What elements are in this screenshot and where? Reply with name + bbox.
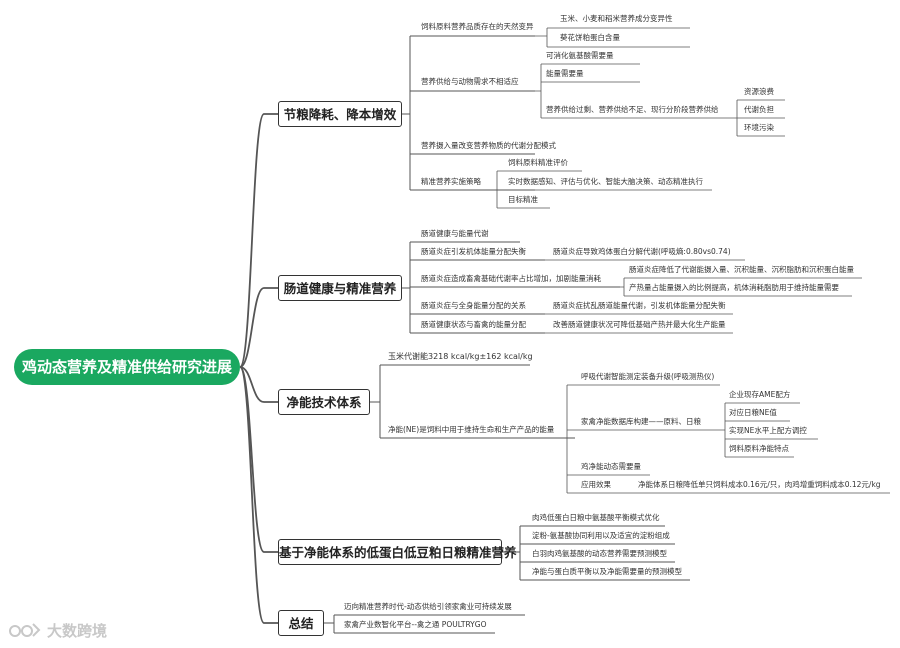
root-connector — [239, 287, 278, 368]
topic-grain-variation[interactable]: 玉米、小麦和稻米营养成分变异性 — [560, 14, 673, 23]
topic-material-ne[interactable]: 饲料原料净能特点 — [729, 444, 789, 453]
topic-gut-energy[interactable]: 肠道健康与能量代谢 — [421, 229, 489, 238]
topic-gut-disruption[interactable]: 肠道炎症扰乱肠道能量代谢，引发机体能量分配失衡 — [553, 301, 726, 310]
branch5-connector — [324, 614, 525, 634]
topic-basal-metabolism[interactable]: 肠道炎症造成畜禽基础代谢率占比增加，加剧能量消耗 — [421, 274, 601, 283]
topic-gut-status[interactable]: 肠道健康状态与畜禽的能量分配 — [421, 320, 526, 329]
topic-cost-reduction[interactable]: 净能体系日粮降低单只饲料成本0.16元/只，肉鸡增重饲料成本0.12元/kg — [638, 480, 881, 489]
topic-respiration-device[interactable]: 呼吸代谢智能测定装备升级(呼吸测热仪) — [581, 372, 715, 381]
topic-energy-requirement[interactable]: 能量需要量 — [546, 69, 584, 78]
topic-poultrygo[interactable]: 家禽产业数智化平台--禽之通 POULTRYGO — [344, 620, 487, 629]
branch3-connector — [370, 364, 575, 439]
topic-realtime-sensing[interactable]: 实时数据感知、评估与优化、智能大脑决策、动态精准执行 — [508, 177, 703, 186]
topic-intake-allocation[interactable]: 营养摄入量改变营养物质的代谢分配模式 — [421, 141, 556, 150]
branch2-connector — [402, 241, 620, 334]
root-connector — [239, 113, 278, 368]
strategy-connector — [487, 170, 712, 209]
topic-systemic-allocation[interactable]: 肠道炎症与全身能量分配的关系 — [421, 301, 526, 310]
topic-aa-model[interactable]: 白羽肉鸡氨基酸的动态营养需要预测模型 — [532, 549, 667, 558]
branch-low-protein[interactable]: 基于净能体系的低蛋白低豆粕日粮精准营养 — [278, 539, 517, 565]
branch-net-energy[interactable]: 净能技术体系 — [278, 389, 370, 415]
topic-material-evaluation[interactable]: 饲料原料精准评价 — [508, 158, 568, 167]
topic-pollution[interactable]: 环境污染 — [744, 123, 774, 132]
topic-me-intake-reduced[interactable]: 肠道炎症降低了代谢能摄入量、沉积能量、沉积脂肪和沉积蛋白能量 — [629, 265, 854, 274]
basal-connector — [620, 277, 862, 297]
topic-inflammation-imbalance[interactable]: 肠道炎症引发机体能量分配失衡 — [421, 247, 526, 256]
root-connector — [239, 366, 278, 624]
topic-dynamic-ne[interactable]: 鸡净能动态需要量 — [581, 462, 641, 471]
excess-connector — [727, 99, 785, 137]
watermark-text: 大数跨境 — [47, 621, 108, 640]
material-connector — [535, 27, 690, 48]
branch-gut-health[interactable]: 肠道健康与精准营养 — [278, 275, 402, 301]
topic-digestible-aa[interactable]: 可消化氨基酸需要量 — [546, 51, 614, 60]
topic-ne-protein-model[interactable]: 净能与蛋白质平衡以及净能需要量的预测模型 — [532, 567, 682, 576]
topic-precision-era[interactable]: 迈向精准营养时代-动态供给引领家禽业可持续发展 — [344, 602, 512, 611]
topic-supply-mismatch[interactable]: 营养供给与动物需求不相适应 — [421, 77, 519, 86]
topic-diet-ne[interactable]: 对应日粮NE值 — [729, 408, 777, 417]
topic-aa-balance[interactable]: 肉鸡低蛋白日粮中氨基酸平衡模式优化 — [532, 513, 660, 522]
topic-starch-aa[interactable]: 淀粉-氨基酸协同利用以及适宜的淀粉组成 — [532, 531, 670, 540]
root-connector — [239, 366, 278, 403]
dashuo-logo-icon — [9, 623, 41, 637]
branch-summary[interactable]: 总结 — [278, 610, 324, 636]
topic-ne-formulation[interactable]: 实现NE水平上配方调控 — [729, 426, 807, 435]
topic-target-precision[interactable]: 目标精准 — [508, 195, 538, 204]
root-topic[interactable]: 鸡动态营养及精准供给研究进展 — [14, 349, 240, 385]
topic-sunflower-protein[interactable]: 葵花饼粕蛋白含量 — [560, 33, 620, 42]
topic-ame-formula[interactable]: 企业现存AME配方 — [729, 390, 791, 399]
topic-precision-strategy[interactable]: 精准营养实施策略 — [421, 177, 481, 186]
mismatch-connector — [535, 63, 727, 119]
topic-protein-catabolism[interactable]: 肠道炎症导致鸡体蛋白分解代谢(呼吸熵:0.80vs0.74) — [553, 247, 731, 256]
topic-material-variation[interactable]: 饲料原料营养品质存在的天然变异 — [421, 22, 534, 31]
topic-application[interactable]: 应用效果 — [581, 480, 611, 489]
topic-improve-gut[interactable]: 改善肠道健康状况可降低基础产热并最大化生产能量 — [553, 320, 726, 329]
topic-resource-waste[interactable]: 资源浪费 — [744, 87, 774, 96]
branch1-connector — [402, 35, 535, 191]
watermark: 大数跨境 — [8, 619, 107, 641]
topic-corn-me[interactable]: 玉米代谢能3218 kcal/kg±162 kcal/kg — [388, 352, 533, 361]
database-connector — [720, 402, 818, 458]
topic-ne-definition[interactable]: 净能(NE)是饲料中用于维持生命和生产产品的能量 — [388, 425, 555, 434]
topic-heat-production[interactable]: 产热量占能量摄入的比例提高，机体消耗脂肪用于维持能量需要 — [629, 283, 839, 292]
branch-save-feed[interactable]: 节粮降耗、降本增效 — [278, 101, 402, 127]
topic-ne-database[interactable]: 家禽净能数据库构建——原料、日粮 — [581, 417, 701, 426]
topic-supply-excess[interactable]: 营养供给过剩、营养供给不足、现行分阶段营养供给 — [546, 105, 719, 114]
ne-connector — [566, 384, 890, 494]
branch4-connector — [502, 525, 690, 581]
topic-metabolic-burden[interactable]: 代谢负担 — [744, 105, 774, 114]
